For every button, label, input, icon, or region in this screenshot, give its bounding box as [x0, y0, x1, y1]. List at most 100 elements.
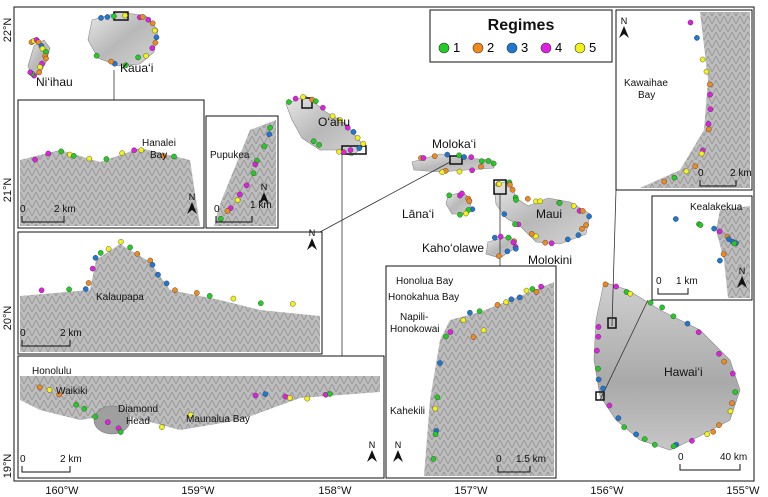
site-point: [108, 58, 114, 65]
label-kauai: Kaua‘i: [120, 61, 153, 75]
waikiki-scale-zero: 0: [20, 454, 26, 465]
label-molokai: Moloka‘i: [432, 137, 476, 151]
site-point: [153, 34, 160, 41]
site-point: [528, 231, 535, 237]
site-point: [460, 317, 467, 324]
kawaihae-inset: [615, 9, 753, 191]
site-point: [704, 431, 711, 438]
site-point: [336, 148, 342, 155]
site-point: [641, 436, 648, 442]
north-arrow-icon: N: [307, 228, 317, 250]
site-point: [117, 429, 124, 435]
site-point: [105, 419, 111, 426]
label-lanai: Lāna‘i: [402, 207, 434, 221]
site-point: [236, 191, 243, 198]
site-point: [350, 129, 357, 135]
waikiki-inset: [17, 355, 385, 479]
site-point: [27, 69, 34, 76]
site-point: [583, 222, 590, 228]
kealakekua-scale: 1 km: [676, 276, 698, 287]
kealakekua-scale-zero: 0: [656, 276, 662, 287]
site-point: [134, 251, 141, 257]
site-point: [37, 64, 43, 70]
site-point: [659, 304, 665, 311]
kawaihae-scale-zero: 0: [698, 168, 704, 179]
inset-connector-lines: [113, 70, 649, 401]
site-point: [673, 216, 679, 222]
site-point: [337, 117, 343, 123]
lon-tick-156: 156°W: [590, 485, 624, 497]
honolua-bay-label: Honolua Bay: [396, 276, 453, 287]
north-arrow-icon: N: [393, 440, 403, 462]
site-point: [485, 158, 492, 164]
site-point: [729, 400, 735, 407]
site-point: [459, 190, 465, 197]
site-point: [149, 20, 156, 27]
hanalei-scale: 2 km: [54, 204, 76, 215]
north-arrow-icon: N: [187, 192, 197, 214]
svg-text:N: N: [369, 440, 376, 450]
pupukea-locator-box: [301, 97, 313, 109]
legend-swatch-3: [506, 42, 518, 54]
site-point: [595, 333, 602, 340]
site-point: [431, 153, 438, 159]
site-point: [537, 198, 544, 204]
site-point: [720, 251, 727, 257]
site-point: [542, 239, 549, 246]
site-point: [300, 94, 306, 100]
site-point: [695, 329, 702, 336]
site-point: [703, 68, 710, 75]
site-point: [689, 437, 695, 444]
site-point: [43, 55, 49, 62]
legend-swatch-2: [472, 42, 484, 54]
site-point: [469, 167, 475, 174]
label-maui: Maui: [536, 207, 562, 221]
site-point: [476, 308, 483, 315]
site-point: [697, 222, 704, 228]
site-point: [434, 394, 441, 401]
waikiki-label: Waikiki: [56, 386, 87, 397]
svg-text:N: N: [621, 16, 628, 26]
site-point: [595, 324, 602, 330]
site-point: [66, 286, 72, 293]
site-point: [261, 143, 268, 149]
site-point: [461, 154, 467, 160]
label-hawaii: Hawai‘i: [664, 365, 703, 379]
pupukea-scale: 1 km: [250, 200, 272, 211]
label-niihau: Ni‘ihau: [36, 75, 73, 89]
label-oahu: O‘ahu: [318, 115, 350, 129]
lon-tick-155: 155°W: [726, 485, 760, 497]
site-point: [683, 168, 690, 175]
maunalua-bay-label: Maunalua Bay: [186, 414, 250, 425]
site-point: [262, 391, 269, 397]
site-point: [143, 53, 149, 59]
hanalei-inset: [17, 99, 205, 229]
site-point: [575, 232, 582, 238]
site-point: [456, 152, 462, 159]
hanalei-label-2: Bay: [150, 150, 167, 161]
site-point: [507, 181, 513, 188]
site-point: [252, 161, 258, 168]
site-point: [716, 228, 723, 235]
site-point: [602, 281, 609, 288]
site-point: [149, 261, 156, 268]
honokahua-bay-label: Honokahua Bay: [388, 292, 459, 303]
site-point: [503, 299, 509, 305]
site-point: [344, 124, 351, 131]
svg-text:N: N: [739, 266, 746, 276]
site-point: [310, 138, 317, 144]
legend-title: Regimes: [488, 17, 555, 34]
site-point: [292, 95, 299, 102]
diamond-head-label-1: Diamond: [118, 404, 158, 415]
maui-west-inset: [385, 265, 557, 479]
site-point: [316, 141, 322, 148]
hawaii-scale-zero: 0: [678, 452, 684, 463]
site-point: [56, 391, 63, 398]
site-point: [556, 200, 563, 206]
site-point: [93, 52, 100, 59]
site-point: [326, 391, 333, 397]
site-point: [289, 301, 296, 307]
maui-scale-zero: 0: [496, 454, 502, 465]
site-point: [516, 294, 523, 301]
